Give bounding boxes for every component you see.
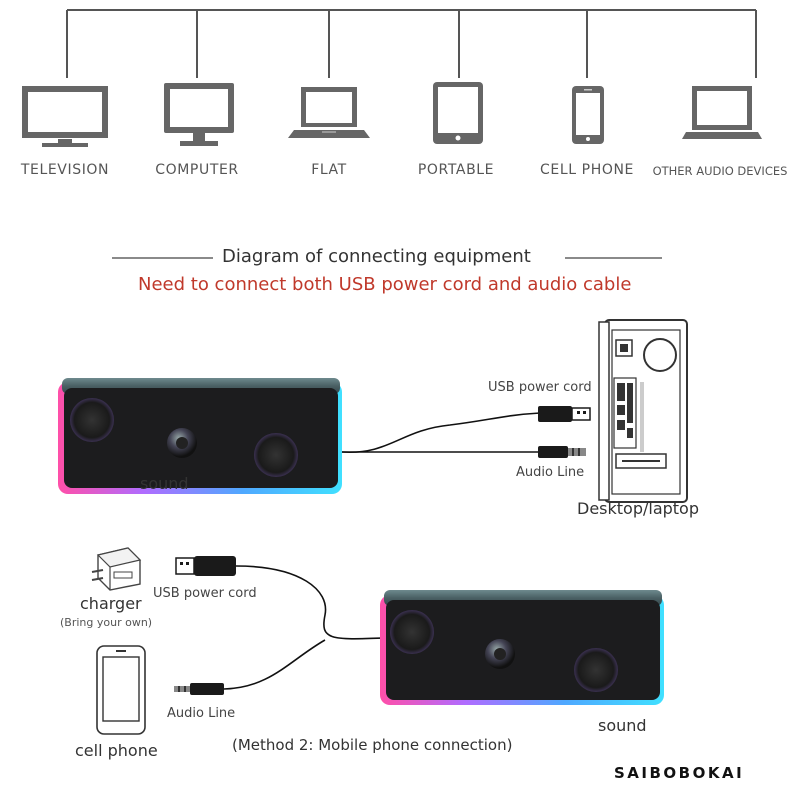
charger-note: (Bring your own) (60, 616, 153, 629)
soundbar-2 (380, 590, 664, 705)
phone-label: cell phone (75, 741, 158, 760)
sound-label-1: sound (140, 474, 189, 493)
cables-method-2 (223, 565, 386, 690)
diagram-title: Diagram of connecting equipment (222, 246, 531, 267)
usb-cord-label-1: USB power cord (488, 380, 592, 395)
device-label-cell-phone: CELL PHONE (540, 162, 634, 178)
charger-icon (91, 547, 142, 591)
device-label-flat: FLAT (311, 162, 347, 178)
desktop-tower-icon (598, 319, 688, 503)
audio-line-label-2: Audio Line (167, 706, 236, 721)
computer-icon (164, 83, 234, 146)
method-2-caption: (Method 2: Mobile phone connection) (232, 736, 513, 754)
device-label-television: TELEVISION (20, 162, 110, 178)
sound-label-2: sound (598, 716, 647, 735)
charger-label: charger (80, 594, 142, 613)
television-icon (22, 86, 108, 147)
device-label-computer: COMPUTER (155, 162, 239, 178)
audio-jack-icon (538, 446, 586, 458)
audio-line-label-1: Audio Line (516, 465, 585, 480)
device-label-portable: PORTABLE (417, 162, 495, 178)
connection-notice: Need to connect both USB power cord and … (138, 274, 632, 295)
device-connector-lines (66, 9, 757, 78)
usb-plug-icon-2 (175, 556, 236, 576)
brand-logo: SAIBOBOKAI (614, 764, 745, 782)
laptop-icon (288, 87, 370, 138)
usb-cord-label-2: USB power cord (153, 586, 257, 601)
cables-method-1 (341, 412, 541, 453)
audio-jack-icon-2 (174, 683, 224, 695)
other-device-icon (682, 86, 762, 139)
soundbar-1 (58, 378, 342, 494)
usb-plug-icon (538, 406, 591, 422)
phone-icon (96, 645, 146, 735)
desktop-label: Desktop/laptop (577, 499, 699, 518)
tablet-icon (433, 82, 483, 144)
device-label-other-audio: OTHER AUDIO DEVICES (652, 164, 788, 178)
cell-phone-icon (572, 86, 604, 144)
